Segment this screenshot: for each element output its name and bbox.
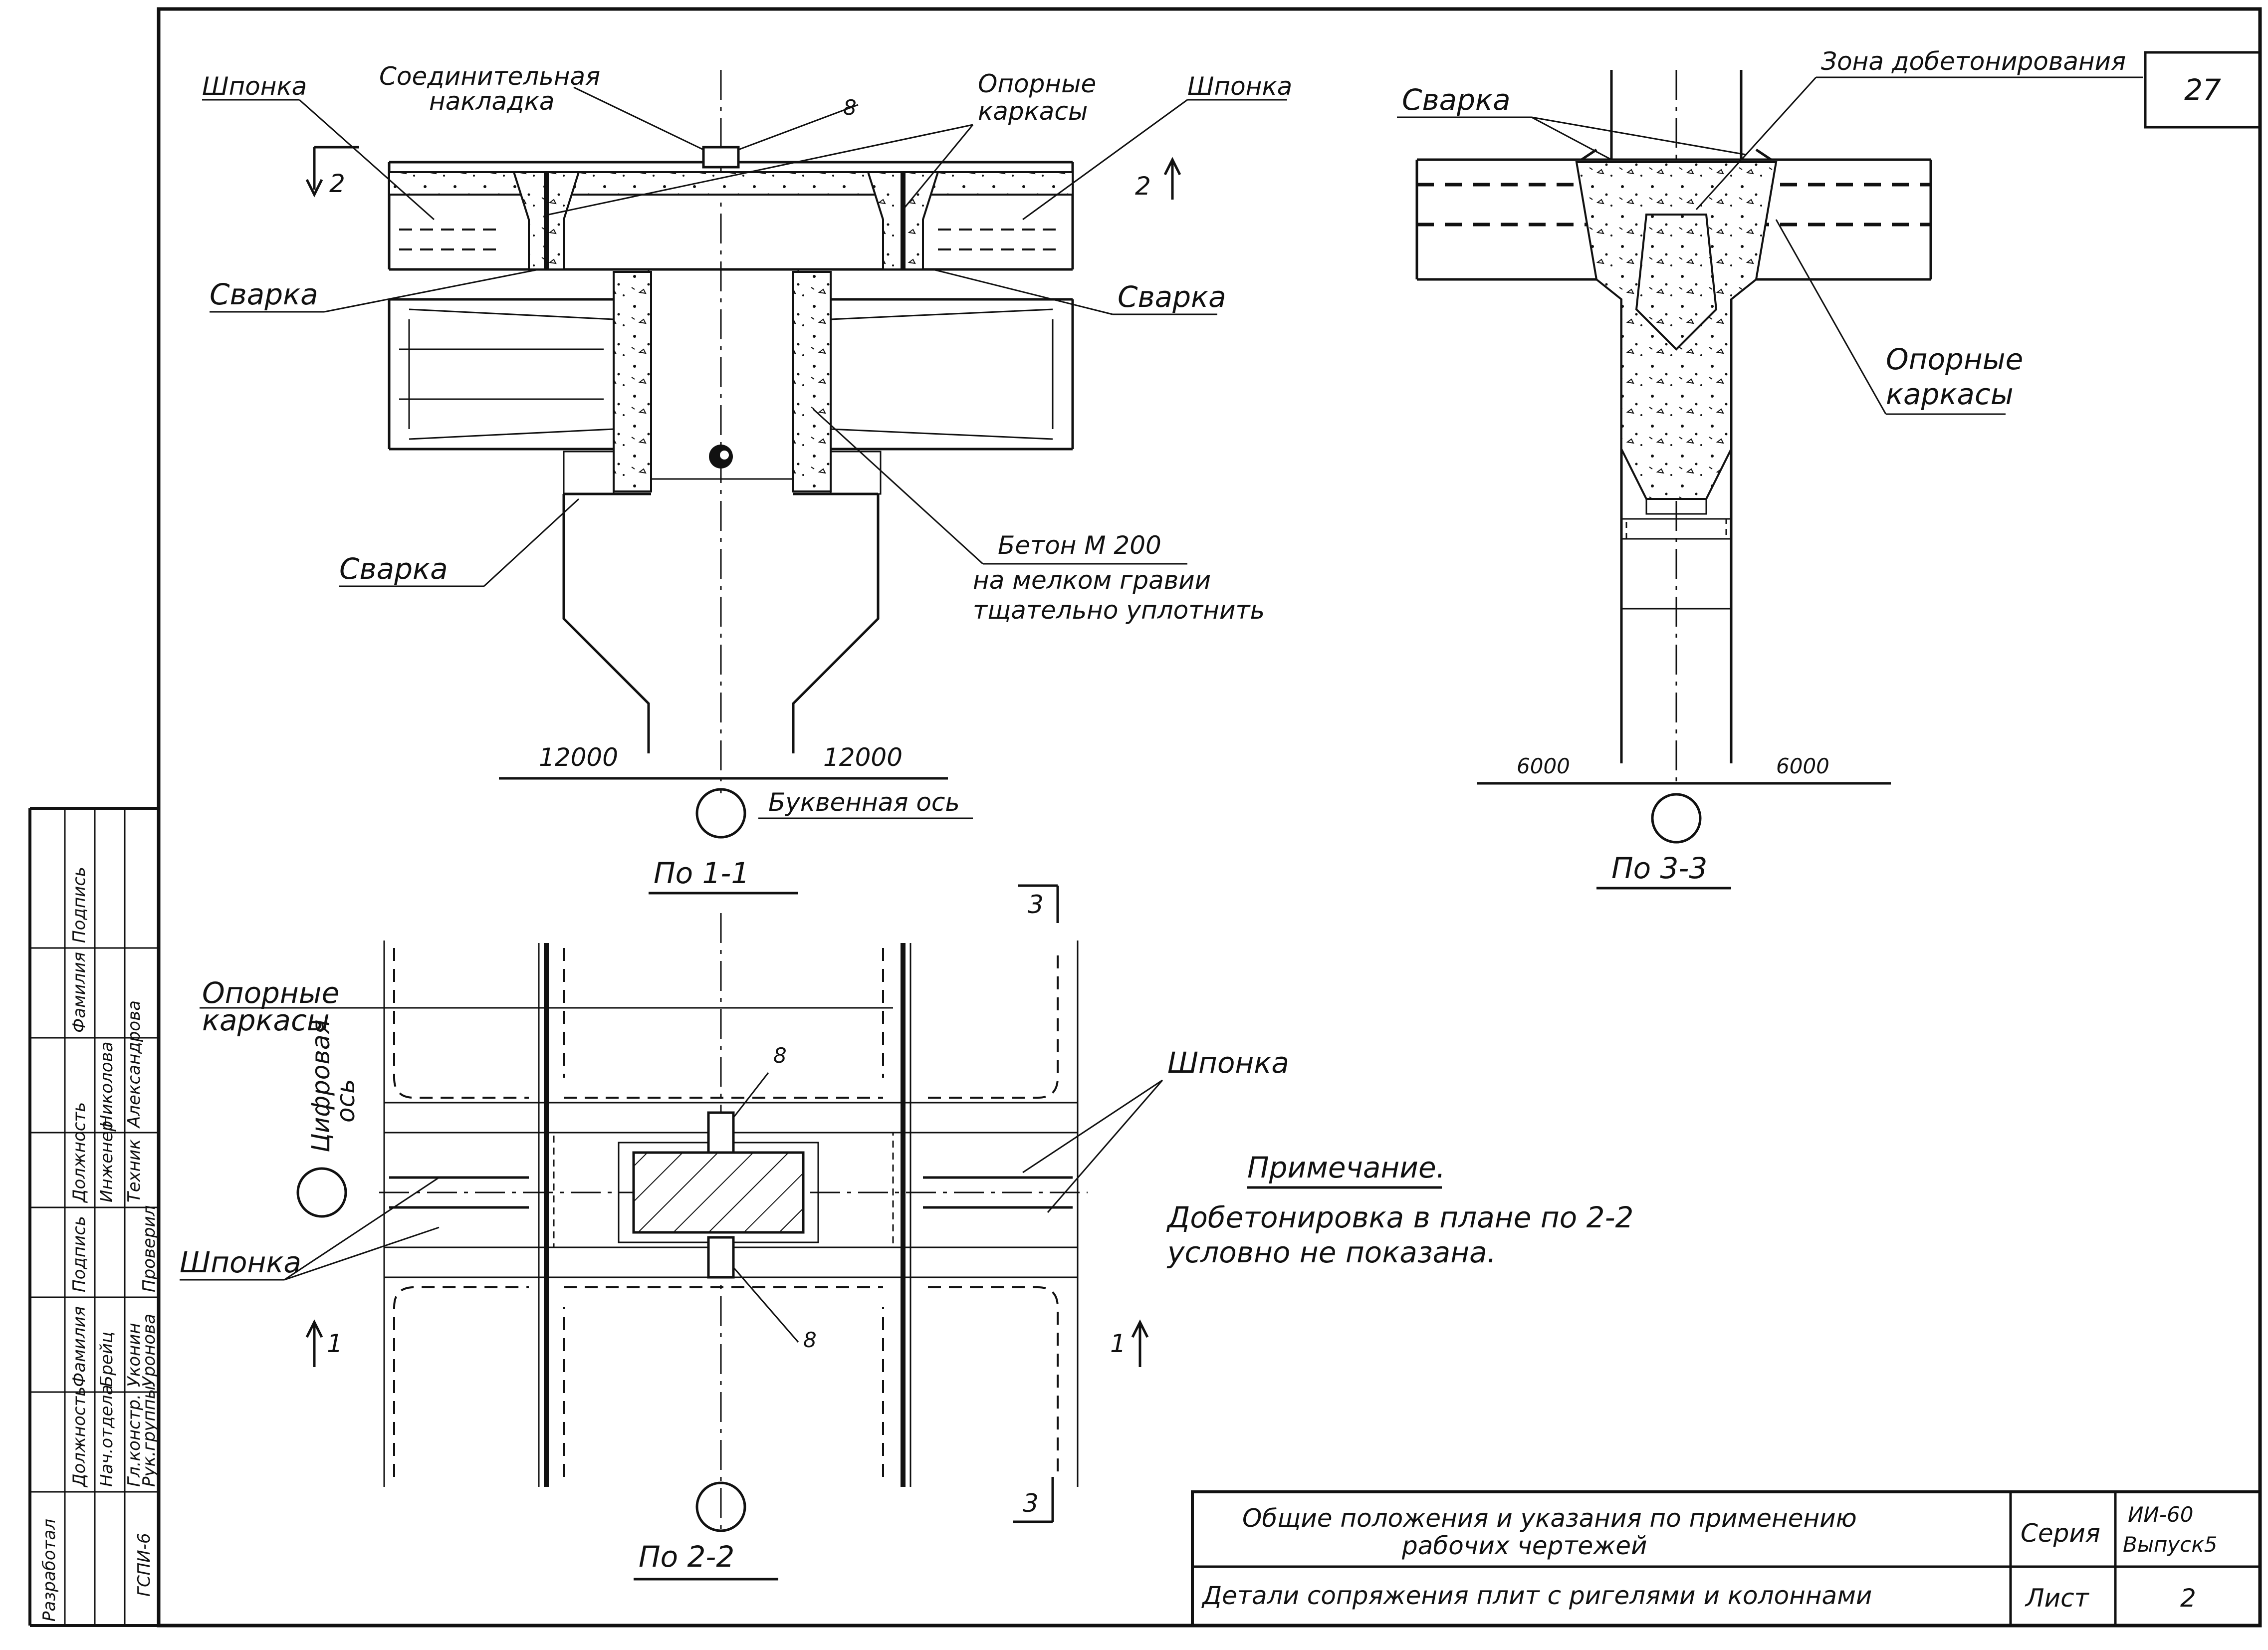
cut-mark-1-right: 1 [1110, 1329, 1126, 1358]
label-support-frames-3-3-2: каркасы [1886, 377, 2014, 411]
label-support-frames-3-3-1: Опорные [1886, 342, 2023, 376]
cut-mark-2-right: 2 [1135, 172, 1151, 201]
side-stamp: Разработал ГСПИ-6 Должность Фамилия Подп… [30, 808, 159, 1626]
stamp-row3-position: Рук.группы [139, 1386, 159, 1487]
cut-mark-3-top: 3 [1028, 890, 1044, 919]
dim-left-1-1: 12000 [539, 743, 618, 772]
label-shponka-right: Шпонка [1187, 72, 1292, 101]
stamp-row3-sign: Проверил [139, 1205, 159, 1292]
section-2-2-title: По 2-2 [639, 1540, 734, 1574]
dim-left-3-3: 6000 [1517, 754, 1570, 778]
cut-mark-3-bottom: 3 [1023, 1489, 1039, 1518]
stamp2-row2-position: Техник [124, 1139, 144, 1202]
title-series-value-2: Выпуск5 [2123, 1532, 2217, 1557]
section-1-1-title: По 1-1 [654, 856, 749, 890]
note-block: Примечание. Добетонировка в плане по 2-2… [1166, 1151, 1633, 1269]
title-subject-1: Общие положения и указания по применению [1242, 1504, 1857, 1533]
stamp2-row1-position: Инженер [97, 1121, 117, 1202]
label-mark-8-bottom: 8 [803, 1328, 817, 1352]
axis-letter-label: Буквенная ось [768, 788, 960, 817]
label-concrete-2: на мелком гравии [973, 566, 1211, 595]
title-series-label: Серия [2021, 1519, 2100, 1548]
title-subject-2: рабочих чертежей [1401, 1531, 1647, 1560]
stamp-developed: Разработал [39, 1519, 59, 1622]
label-concrete-1: Бетон М 200 [998, 531, 1161, 560]
label-support-frames-2-2-2: каркасы [202, 1003, 330, 1037]
sheet-number-box: 27 [2144, 51, 2262, 129]
label-weld-right: Сварка [1118, 280, 1226, 314]
stamp2-header-position: Должность [69, 1102, 89, 1203]
label-weld-bottom: Сварка [339, 552, 448, 586]
label-connecting-plate-1: Соединительная [379, 62, 600, 91]
label-digit-axis-1: Цифровая [306, 1019, 335, 1153]
stamp-header-name: Фамилия [69, 1306, 89, 1387]
stamp-row1-position: Нач.отдела [97, 1385, 117, 1487]
label-weld-left: Сварка [210, 277, 318, 311]
title-block: Общие положения и указания по применению… [1191, 1490, 2262, 1627]
label-shponka-2-2-left: Шпонка [180, 1245, 301, 1279]
label-grouting-zone: Зона добетонирования [1821, 47, 2126, 76]
label-shponka-left: Шпонка [202, 72, 307, 101]
sheet-number: 27 [2184, 73, 2221, 107]
note-line-1: Добетонировка в плане по 2-2 [1166, 1200, 1633, 1234]
cut-mark-2-left: 2 [329, 169, 345, 198]
stamp2-header-name: Фамилия [69, 952, 89, 1033]
section-1-1: 12000 12000 Буквенная ось По 1-1 Шпонка … [202, 62, 1292, 895]
section-2-2: По 2-2 3 3 1 1 Опорные каркасы Цифровая … [180, 884, 1289, 1581]
stamp2-header-sign: Подпись [69, 867, 89, 943]
label-support-frames-2-2-1: Опорные [202, 976, 339, 1010]
stamp-header-position: Должность [69, 1387, 89, 1488]
stamp-row3-name: Уронова [139, 1314, 159, 1387]
stamp2-row1-name: Николова [97, 1042, 117, 1128]
label-digit-axis-2: ось [331, 1079, 360, 1123]
note-line-2: условно не показана. [1166, 1235, 1496, 1269]
stamp-row2-position: Гл.констр. [124, 1394, 144, 1487]
label-weld-3-3: Сварка [1402, 83, 1511, 117]
label-mark-8-top: 8 [773, 1043, 787, 1068]
label-support-frames-1: Опорные [978, 69, 1096, 98]
title-sheet-label: Лист [2025, 1584, 2090, 1613]
dim-right-3-3: 6000 [1776, 754, 1829, 778]
section-3-3-title: По 3-3 [1611, 851, 1707, 885]
stamp-header-sign: Подпись [69, 1216, 89, 1292]
section-3-3: 6000 6000 По 3-3 Сварка Зона добетониров… [1397, 47, 2143, 890]
title-sheet-value: 2 [2180, 1584, 2196, 1613]
stamp2-row2-name: Александрова [124, 1000, 144, 1129]
sheet-frame [28, 7, 2262, 1628]
note-heading: Примечание. [1247, 1151, 1445, 1184]
dim-right-1-1: 12000 [823, 743, 903, 772]
stamp-row2-name: Уконин [124, 1323, 144, 1387]
label-concrete-3: тщательно уплотнить [973, 596, 1265, 625]
label-shponka-2-2-right: Шпонка [1167, 1046, 1289, 1080]
title-sheet-title: Детали сопряжения плит с ригелями и коло… [1201, 1581, 1872, 1610]
stamp-row1-name: Брейц [97, 1332, 117, 1387]
cut-mark-1-left: 1 [327, 1329, 343, 1358]
title-series-value-1: ИИ-60 [2128, 1502, 2193, 1527]
label-connecting-plate-2: накладка [429, 87, 555, 116]
label-support-frames-2: каркасы [978, 97, 1088, 126]
stamp-org: ГСПИ-6 [134, 1533, 154, 1597]
